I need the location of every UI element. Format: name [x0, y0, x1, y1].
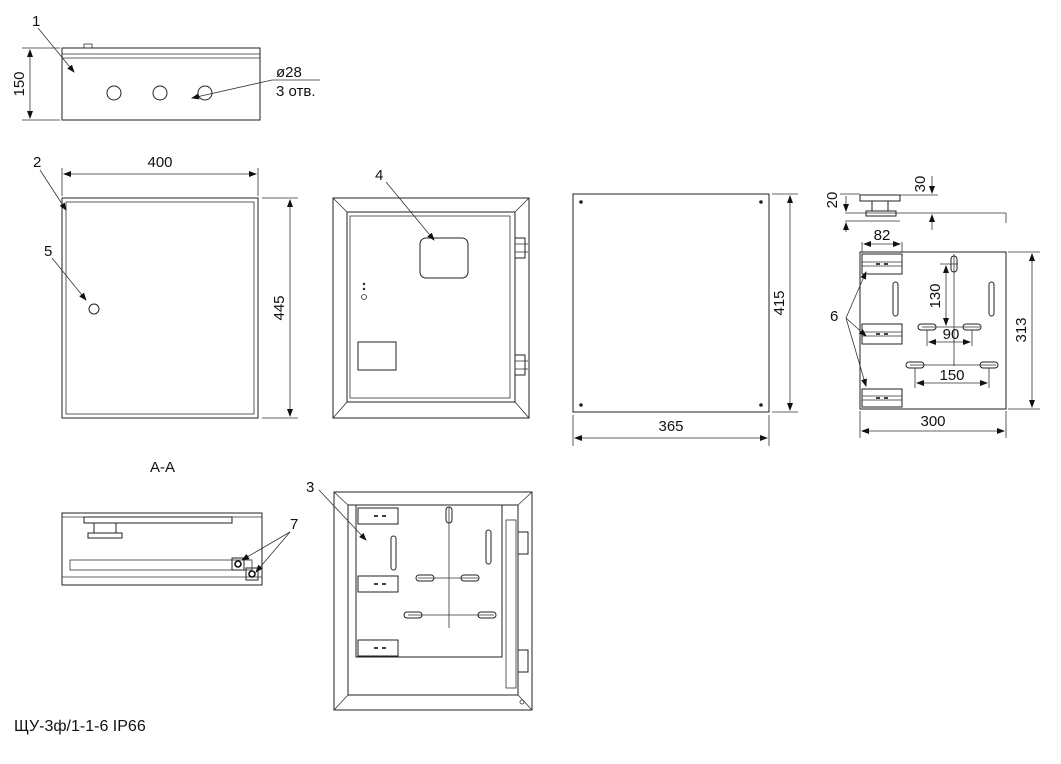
lock-icon: [88, 303, 100, 315]
label-3: 3: [306, 479, 314, 496]
label-5: 5: [44, 243, 52, 260]
front-view-closed: 400 445 2 5: [33, 154, 298, 419]
dim-313: 313: [1013, 317, 1030, 342]
dim-20: 20: [824, 192, 841, 209]
hinge: [514, 354, 526, 376]
mounting-plate-view: 20 30: [824, 176, 1040, 438]
dim-150-plate: 150: [939, 367, 964, 384]
hole-diameter: ø28: [276, 64, 302, 81]
label-4: 4: [375, 167, 383, 184]
cable-hole: [106, 85, 122, 101]
dim-300: 300: [920, 413, 945, 430]
dim-400: 400: [147, 154, 172, 171]
din-rail: [861, 253, 903, 275]
hole-count: 3 отв.: [276, 83, 316, 100]
hinge: [517, 531, 529, 555]
label-1: 1: [32, 13, 40, 30]
front-door: [61, 197, 259, 419]
dim-415: 415: [771, 290, 788, 315]
cable-hole: [152, 85, 168, 101]
cable-hole: [197, 85, 213, 101]
label-7: 7: [290, 516, 298, 533]
front-view-frame: 4: [332, 167, 530, 419]
open-view: 3: [306, 479, 533, 711]
label-6: 6: [830, 308, 838, 325]
dim-150: 150: [11, 71, 28, 96]
dim-365: 365: [658, 418, 683, 435]
mounting-plate-inner: [355, 504, 503, 658]
hinge: [514, 237, 526, 259]
top-view: 150 1 ø28 3 отв.: [11, 13, 320, 121]
product-name: ЩУ-3ф/1-1-6 IP66: [14, 718, 146, 735]
rear-panel-view: 415 365: [572, 193, 798, 446]
rear-panel: [572, 193, 770, 413]
label-plate: [357, 341, 397, 371]
section-a-a: А-А 7: [61, 459, 298, 586]
meter-window: [419, 237, 469, 279]
slot: [892, 281, 899, 317]
hinge: [517, 649, 529, 673]
top-view-body: [61, 47, 261, 121]
dim-30: 30: [912, 176, 929, 193]
din-rail: [861, 388, 903, 408]
dim-130: 130: [927, 283, 944, 308]
dim-445: 445: [271, 295, 288, 320]
label-2: 2: [33, 154, 41, 171]
slot: [988, 281, 995, 317]
section-label: А-А: [150, 459, 175, 476]
dim-90: 90: [943, 326, 960, 343]
din-rail: [861, 323, 903, 345]
dim-82: 82: [874, 227, 891, 244]
